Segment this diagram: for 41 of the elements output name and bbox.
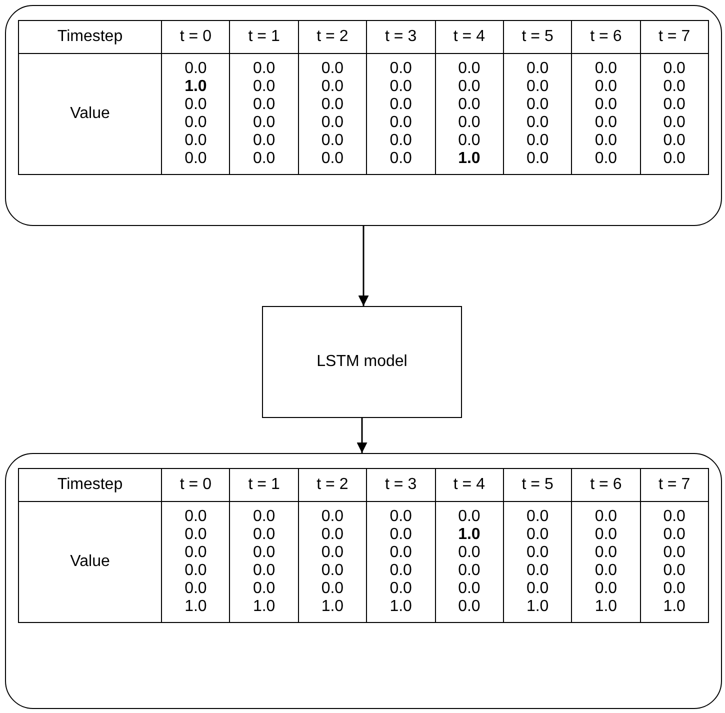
timestep-header: t = 5 <box>503 468 572 502</box>
timestep-header: t = 4 <box>435 468 504 502</box>
timestep-header: t = 1 <box>230 20 298 54</box>
row-label: Value <box>18 502 162 622</box>
value-column: 0.0 0.0 0.0 0.0 0.0 1.0 <box>503 502 572 622</box>
value-column: 0.0 1.0 0.0 0.0 0.0 0.0 <box>162 54 230 174</box>
timestep-header: t = 3 <box>366 468 435 502</box>
process-box: LSTM model <box>262 306 462 418</box>
timestep-header: t = 6 <box>572 20 640 54</box>
timestep-header: t = 2 <box>298 468 367 502</box>
timestep-header: t = 7 <box>640 468 708 502</box>
timestep-header: t = 0 <box>162 468 230 502</box>
timestep-header: t = 3 <box>366 20 435 54</box>
timestep-header: t = 6 <box>572 468 640 502</box>
timestep-header: t = 7 <box>640 20 708 54</box>
timestep-header: t = 5 <box>503 20 572 54</box>
value-column: 0.0 0.0 0.0 0.0 0.0 0.0 <box>640 54 708 174</box>
row-label: Value <box>18 54 162 174</box>
value-column: 0.0 0.0 0.0 0.0 0.0 1.0 <box>640 502 708 622</box>
value-column: 0.0 0.0 0.0 0.0 0.0 0.0 <box>572 54 640 174</box>
timestep-header: t = 0 <box>162 20 230 54</box>
value-column: 0.0 0.0 0.0 0.0 0.0 1.0 <box>572 502 640 622</box>
value-column: 0.0 0.0 0.0 0.0 0.0 1.0 <box>162 502 230 622</box>
timestep-header: t = 4 <box>435 20 504 54</box>
value-column: 0.0 0.0 0.0 0.0 0.0 1.0 <box>230 502 298 622</box>
arrow <box>358 226 369 306</box>
table-panel <box>5 5 722 226</box>
timestep-header: t = 1 <box>230 468 298 502</box>
column-header: Timestep <box>18 20 162 54</box>
timestep-header: t = 2 <box>298 20 367 54</box>
arrow <box>356 418 368 453</box>
table-panel <box>5 453 722 709</box>
value-column: 0.0 0.0 0.0 0.0 0.0 1.0 <box>298 502 367 622</box>
column-header: Timestep <box>18 468 162 502</box>
value-column: 0.0 0.0 0.0 0.0 0.0 1.0 <box>366 502 435 622</box>
value-column: 0.0 0.0 0.0 0.0 0.0 0.0 <box>366 54 435 174</box>
value-column: 0.0 0.0 0.0 0.0 0.0 0.0 <box>230 54 298 174</box>
value-column: 0.0 1.0 0.0 0.0 0.0 0.0 <box>435 502 504 622</box>
value-column: 0.0 0.0 0.0 0.0 0.0 0.0 <box>298 54 367 174</box>
value-column: 0.0 0.0 0.0 0.0 0.0 1.0 <box>435 54 504 174</box>
value-column: 0.0 0.0 0.0 0.0 0.0 0.0 <box>503 54 572 174</box>
